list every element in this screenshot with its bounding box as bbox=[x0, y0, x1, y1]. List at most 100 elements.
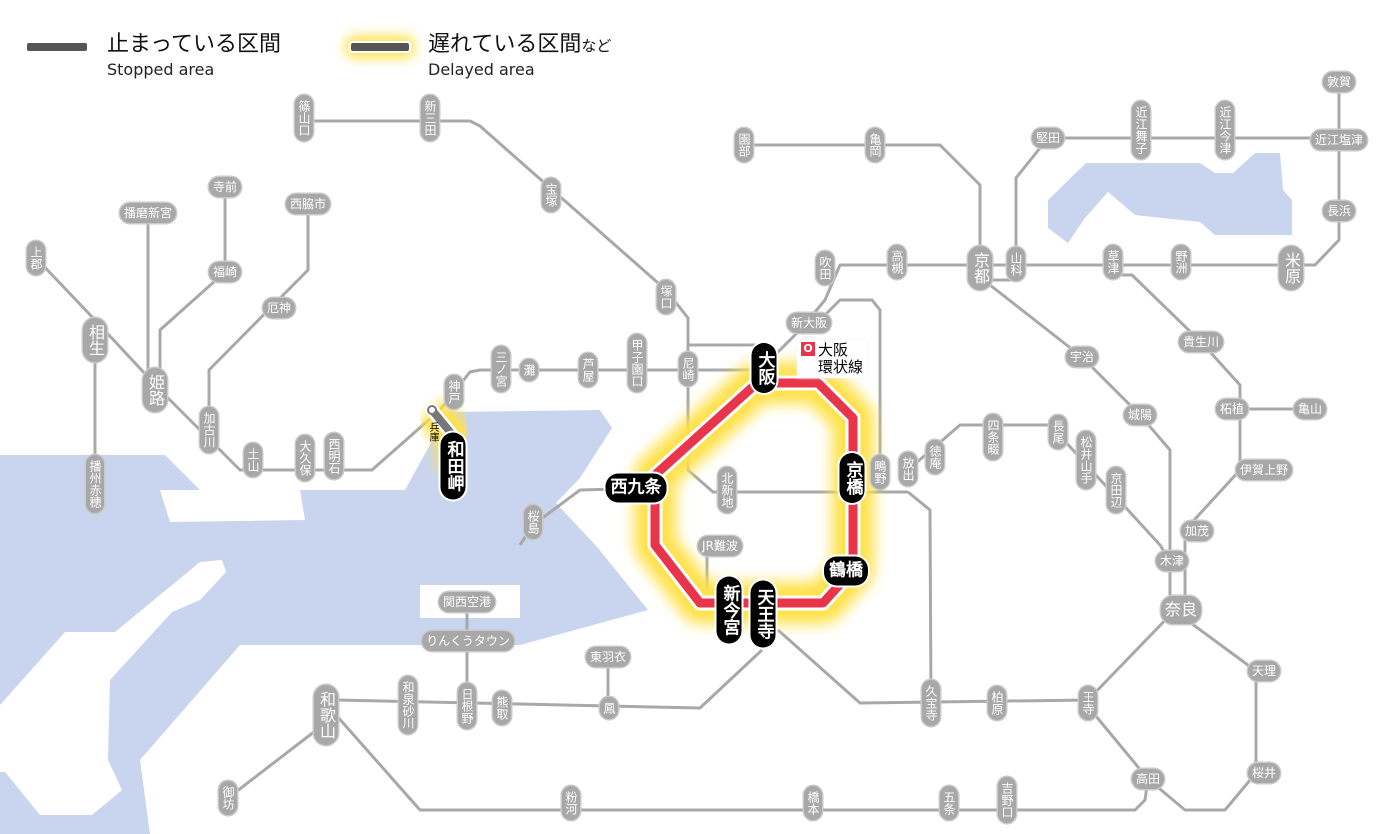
legend-delayed-suffix: など bbox=[581, 37, 612, 55]
station-gojo[interactable]: 五条 bbox=[940, 786, 958, 820]
station-uji[interactable]: 宇治 bbox=[1065, 347, 1099, 367]
station-tsuruhashi[interactable]: 鶴橋 bbox=[824, 556, 868, 586]
station-omiimazu[interactable]: 近江今津 bbox=[1216, 101, 1234, 159]
station-joyo[interactable]: 城陽 bbox=[1123, 405, 1157, 425]
coast-land bbox=[160, 490, 305, 522]
station-nara[interactable]: 奈良 bbox=[1160, 596, 1202, 624]
station-igaueno[interactable]: 伊賀上野 bbox=[1235, 460, 1293, 480]
station-maibara[interactable]: 米原 bbox=[1279, 246, 1303, 290]
station-kokawa[interactable]: 粉河 bbox=[562, 786, 580, 820]
station-otori[interactable]: 鳳 bbox=[600, 697, 618, 719]
station-banshuako[interactable]: 播州赤穂 bbox=[86, 455, 104, 513]
station-yasu[interactable]: 野洲 bbox=[1172, 245, 1190, 279]
station-tennoji[interactable]: 天王寺 bbox=[750, 580, 776, 648]
station-shinimamiya[interactable]: 新今宮 bbox=[716, 576, 742, 644]
station-higashihagoromo[interactable]: 東羽衣 bbox=[585, 647, 631, 667]
station-nishikujo[interactable]: 西九条 bbox=[605, 473, 667, 503]
station-himeji[interactable]: 姫路 bbox=[143, 368, 167, 412]
station-nagao[interactable]: 長尾 bbox=[1049, 415, 1067, 449]
station-kamo[interactable]: 加茂 bbox=[1180, 521, 1214, 541]
station-kizu[interactable]: 木津 bbox=[1155, 551, 1189, 571]
station-sannomiya[interactable]: 三ノ宮 bbox=[492, 346, 510, 392]
station-nishiakashi[interactable]: 西明石 bbox=[325, 433, 343, 479]
station-yamashina[interactable]: 山科 bbox=[1007, 247, 1025, 281]
hyogo-terminal bbox=[427, 405, 437, 415]
station-izumisunagawa[interactable]: 和泉砂川 bbox=[399, 676, 417, 734]
station-kitashinchi[interactable]: 北新地 bbox=[718, 467, 736, 513]
station-kakogawa[interactable]: 加古川 bbox=[200, 407, 218, 453]
station-hanaten[interactable]: 放出 bbox=[899, 452, 917, 486]
station-sasayamaguchi[interactable]: 篠山口 bbox=[295, 95, 313, 141]
station-tsuge[interactable]: 柘植 bbox=[1215, 399, 1249, 419]
station-shinosaka[interactable]: 新大阪 bbox=[786, 313, 832, 333]
station-osaka[interactable]: 大阪 bbox=[751, 343, 777, 393]
lake-biwa bbox=[1048, 153, 1292, 243]
station-kashiwara[interactable]: 柏原 bbox=[988, 686, 1006, 720]
station-tokuan[interactable]: 徳庵 bbox=[926, 440, 944, 474]
station-kusatsu[interactable]: 草津 bbox=[1104, 245, 1122, 279]
station-kansaiairport[interactable]: 関西空港 bbox=[438, 592, 496, 612]
water bbox=[0, 153, 1292, 834]
station-yoshinoguchi[interactable]: 吉野口 bbox=[998, 777, 1016, 823]
station-shigino[interactable]: 鴫野 bbox=[871, 455, 889, 489]
station-nagahama[interactable]: 長浜 bbox=[1322, 201, 1356, 221]
station-rinkutown[interactable]: りんくうタウン bbox=[422, 631, 514, 651]
station-kyobashi[interactable]: 京橋 bbox=[839, 453, 865, 503]
station-wadamisaki[interactable]: 和田岬 bbox=[440, 432, 466, 500]
station-hashimoto[interactable]: 橋本 bbox=[804, 786, 822, 820]
station-takada[interactable]: 高田 bbox=[1131, 769, 1165, 789]
station-teramae[interactable]: 寺前 bbox=[208, 177, 242, 197]
station-suita[interactable]: 吹田 bbox=[816, 251, 834, 285]
rail-track bbox=[207, 204, 310, 430]
station-kyoto[interactable]: 京都 bbox=[968, 246, 992, 290]
station-sonobe[interactable]: 園部 bbox=[735, 128, 753, 162]
station-kobe[interactable]: 神戸 bbox=[445, 375, 463, 409]
station-kameoka[interactable]: 亀岡 bbox=[866, 128, 884, 162]
station-aioi[interactable]: 相生 bbox=[83, 318, 107, 362]
station-shijonawate[interactable]: 四条畷 bbox=[984, 414, 1002, 460]
station-hineno[interactable]: 日根野 bbox=[458, 683, 476, 729]
rail-track bbox=[808, 298, 882, 492]
station-ashiya[interactable]: 芦屋 bbox=[579, 353, 597, 387]
station-shinsanda[interactable]: 新三田 bbox=[421, 95, 439, 141]
station-yakujin[interactable]: 厄神 bbox=[262, 298, 296, 318]
station-kibukawa[interactable]: 貴生川 bbox=[1178, 332, 1224, 352]
rail-track bbox=[1093, 613, 1258, 812]
station-sakurajima[interactable]: 桜島 bbox=[524, 505, 542, 539]
rail-track bbox=[335, 648, 764, 710]
station-omimaiko[interactable]: 近江舞子 bbox=[1132, 101, 1150, 159]
station-tsuchiyama[interactable]: 土山 bbox=[244, 443, 262, 477]
station-omishiotsu[interactable]: 近江塩津 bbox=[1310, 130, 1368, 150]
station-harimashingu[interactable]: 播磨新宮 bbox=[119, 203, 177, 223]
delayed-legend-bar bbox=[349, 41, 411, 53]
station-tsukaguchi[interactable]: 塚口 bbox=[657, 280, 675, 314]
station-gobo[interactable]: 御坊 bbox=[219, 781, 237, 815]
awaji-island bbox=[0, 560, 226, 815]
legend-delayed-jp: 遅れている区間 bbox=[428, 32, 582, 57]
station-kamigori[interactable]: 上郡 bbox=[27, 241, 45, 275]
legend-bars bbox=[27, 36, 415, 58]
station-nishiwakishi[interactable]: 西脇市 bbox=[285, 194, 331, 214]
station-okubo[interactable]: 大久保 bbox=[296, 435, 314, 481]
station-kyotanabe[interactable]: 京田辺 bbox=[1107, 467, 1125, 513]
station-takatsuki[interactable]: 高槻 bbox=[888, 245, 906, 279]
station-tenri[interactable]: 天理 bbox=[1247, 661, 1281, 681]
station-koshienguchi[interactable]: 甲子園口 bbox=[628, 334, 646, 392]
legend-stopped-en: Stopped area bbox=[107, 60, 215, 79]
station-takarazuka[interactable]: 宝塚 bbox=[542, 178, 560, 212]
station-matsuiyamate[interactable]: 松井山手 bbox=[1077, 431, 1095, 489]
station-sakurai[interactable]: 桜井 bbox=[1247, 763, 1281, 783]
station-hyogo[interactable]: 兵庫 bbox=[427, 422, 438, 442]
station-oji[interactable]: 王寺 bbox=[1079, 686, 1097, 720]
station-fukusaki[interactable]: 福崎 bbox=[208, 262, 242, 282]
station-jrnamba[interactable]: JR難波 bbox=[698, 536, 742, 556]
station-tsuruga[interactable]: 敦賀 bbox=[1322, 72, 1356, 92]
station-kyuhoji[interactable]: 久宝寺 bbox=[922, 680, 940, 726]
station-wakayama[interactable]: 和歌山 bbox=[314, 685, 338, 745]
station-kumatori[interactable]: 熊取 bbox=[493, 691, 511, 725]
station-nada[interactable]: 灘 bbox=[520, 359, 538, 381]
station-katata[interactable]: 堅田 bbox=[1031, 128, 1065, 148]
station-amagasaki[interactable]: 尼崎 bbox=[679, 352, 697, 386]
station-kameyama[interactable]: 亀山 bbox=[1293, 399, 1327, 419]
